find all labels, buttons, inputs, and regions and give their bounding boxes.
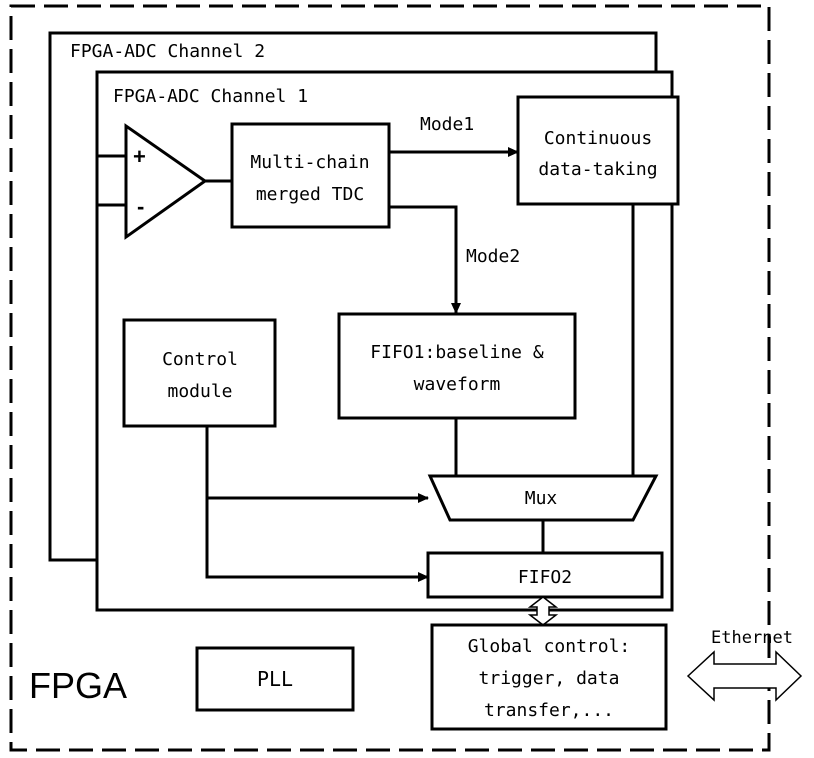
pll-label: PLL <box>257 667 293 691</box>
continuous-block <box>516 95 680 206</box>
global-control-label-2: trigger, data <box>479 668 620 689</box>
tdc-block <box>230 122 391 229</box>
fifo2-block <box>426 551 664 599</box>
fifo2-label: FIFO2 <box>518 567 572 588</box>
channel1-title: FPGA-ADC Channel 1 <box>113 86 308 107</box>
ethernet-double-arrow <box>686 650 803 702</box>
mode2-arrow <box>389 205 461 314</box>
global-control-label-3: transfer,... <box>484 700 614 721</box>
pll-block <box>195 646 355 712</box>
fpga-label: FPGA <box>29 665 127 706</box>
tdc-label-1: Multi-chain <box>250 152 369 173</box>
mux-label: Mux <box>525 488 558 509</box>
comparator-minus: - <box>137 194 144 219</box>
control-module-label-2: module <box>167 381 232 402</box>
control-module-block <box>122 318 277 428</box>
continuous-label-2: data-taking <box>538 159 657 180</box>
global-control-label-1: Global control: <box>468 636 631 657</box>
fifo1-label-1: FIFO1:baseline & <box>370 342 544 363</box>
mode1-label: Mode1 <box>420 114 474 135</box>
comparator <box>124 123 208 240</box>
fpga-boundary <box>9 4 771 752</box>
global-control-block <box>430 623 668 731</box>
control-to-fifo2-arrow <box>205 498 429 582</box>
comparator-plus: + <box>133 144 146 169</box>
tdc-label-2: merged TDC <box>256 184 364 205</box>
continuous-label-1: Continuous <box>544 128 652 149</box>
mux <box>427 474 659 522</box>
mode2-label: Mode2 <box>466 246 520 267</box>
control-module-label-1: Control <box>162 349 238 370</box>
channel2-title: FPGA-ADC Channel 2 <box>70 41 265 62</box>
fifo1-label-2: waveform <box>414 374 501 395</box>
ethernet-label: Ethernet <box>711 628 793 648</box>
fifo1-block <box>337 312 577 420</box>
